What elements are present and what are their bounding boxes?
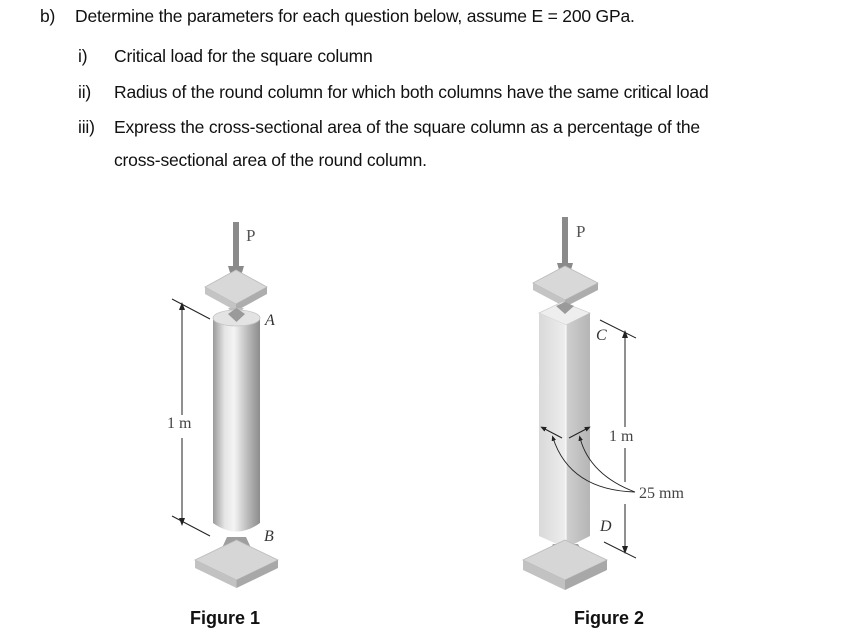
item-text-3: Express the cross-sectional area of the …	[114, 117, 700, 137]
item-text-1: Critical load for the square column	[114, 46, 373, 66]
part-label: b)	[40, 6, 56, 26]
length-dimension	[171, 298, 211, 537]
side-dimension-arrows	[540, 426, 636, 493]
figure-2-caption: Figure 2	[574, 608, 645, 628]
figure-1-bottom-label: B	[264, 528, 274, 545]
figure-2-bottom-label: D	[600, 518, 612, 535]
question-stem: Determine the parameters for each questi…	[75, 6, 635, 26]
figure-2-length-label: 1 m	[609, 428, 634, 445]
figure-2-side-label: 25 mm	[639, 485, 684, 502]
figure-1-load-label: P	[246, 226, 256, 245]
bottom-support	[194, 537, 279, 588]
figure-1-length-label: 1 m	[167, 415, 192, 432]
figure-2-top-label: C	[596, 327, 607, 344]
item-text-3-continuation: cross-sectional area of the round column…	[114, 150, 427, 170]
figure-1-top-label: A	[265, 312, 275, 329]
item-label-3: iii)	[78, 117, 95, 137]
length-dimension	[599, 319, 637, 559]
round-column	[212, 308, 261, 532]
figure-1-drawing	[171, 222, 279, 588]
square-column	[538, 301, 591, 548]
figure-1-caption: Figure 1	[190, 608, 261, 628]
bottom-support	[522, 539, 608, 590]
figure-2-load-label: P	[576, 222, 586, 241]
top-plate	[532, 265, 599, 313]
item-label-1: i)	[78, 46, 88, 66]
figure-2-drawing	[522, 217, 637, 590]
item-label-2: ii)	[78, 82, 92, 102]
item-text-2: Radius of the round column for which bot…	[114, 82, 709, 102]
